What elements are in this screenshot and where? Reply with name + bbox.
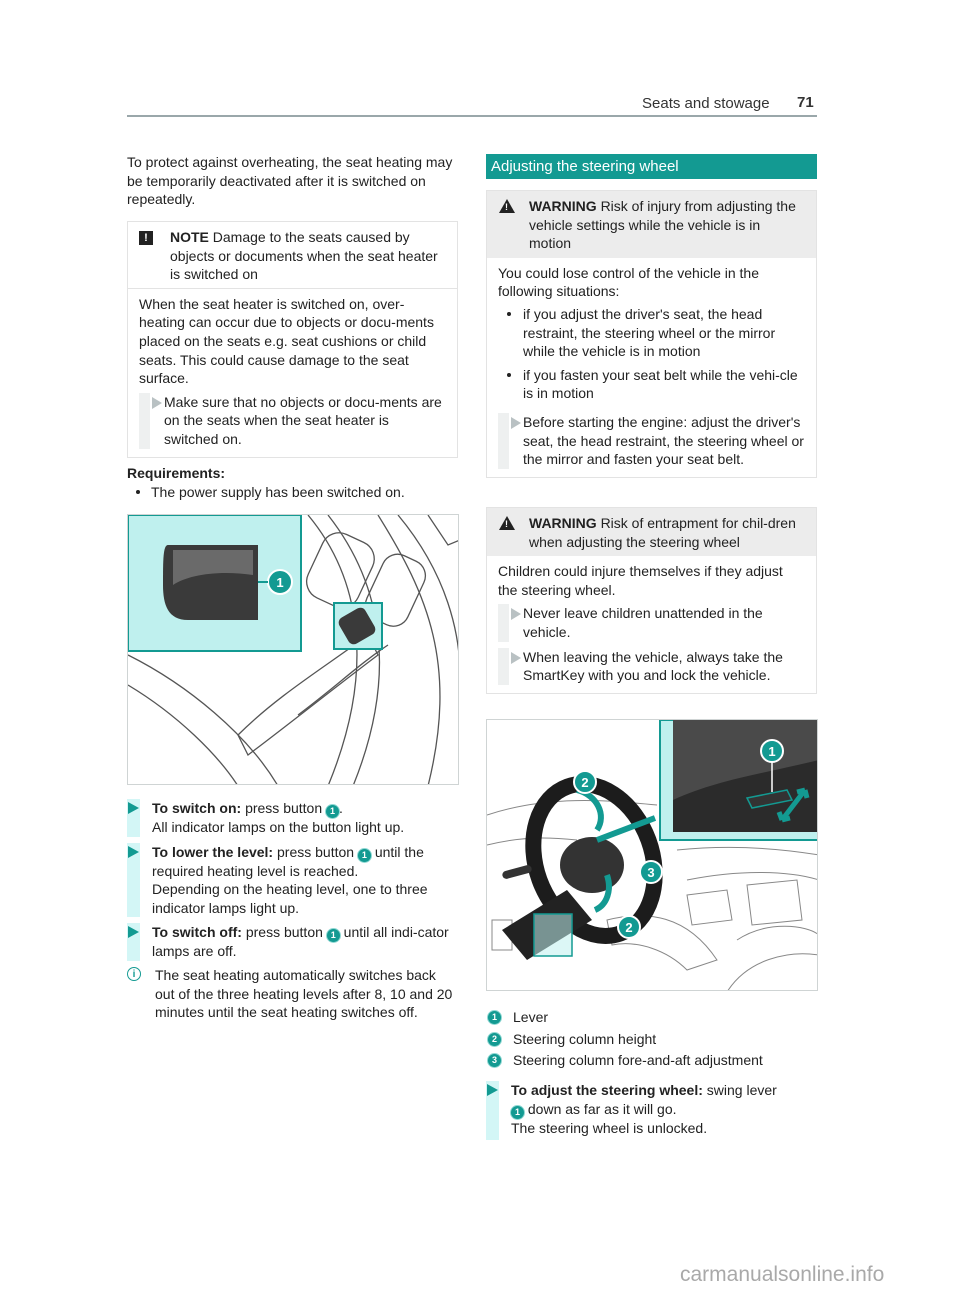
callouts: 1 2 3 2 (573, 739, 784, 939)
steering-step: To adjust the steering wheel: swing leve… (486, 1081, 817, 1141)
header-divider (127, 115, 817, 117)
note-title: Damage to the seats caused by objects or… (170, 229, 438, 283)
section-heading: Adjusting the steering wheel (486, 154, 817, 179)
callout-ref: 1 (511, 1105, 524, 1119)
action-arrow-icon (511, 608, 521, 621)
warning-box-injury: WARNING Risk of injury from adjusting th… (486, 190, 817, 478)
note-label: NOTE (170, 229, 209, 245)
action-arrow-icon (511, 416, 521, 429)
info-icon: i (127, 966, 141, 981)
intro-paragraph: To protect against overheating, the seat… (127, 154, 453, 208)
callout-ref: 1 (357, 848, 371, 862)
note-action: Make sure that no objects or docu-ments … (164, 393, 442, 447)
step-arrow-icon (487, 1084, 498, 1096)
action-arrow-icon (152, 396, 162, 409)
callout-1: 1 (276, 575, 283, 590)
seat-heating-illustration: 1 (128, 515, 458, 784)
steering-wheel-figure: 1 2 3 2 (486, 719, 818, 991)
exclamation-icon: ! (139, 231, 153, 245)
callout-2: 2 (581, 775, 588, 790)
page-number: 71 (797, 94, 814, 111)
step-switch-on: To switch on: press button 1.All indicat… (127, 799, 459, 837)
section-title: Seats and stowage (642, 95, 770, 112)
callout-ref: 1 (326, 929, 340, 943)
action-arrow-icon (511, 651, 521, 664)
watermark: carmanualsonline.info (680, 1263, 885, 1286)
step-arrow-icon (128, 802, 139, 814)
callout-2b: 2 (625, 920, 632, 935)
warning-triangle-icon (499, 199, 515, 213)
warning-triangle-icon (499, 516, 515, 530)
callout-3: 3 (647, 865, 654, 880)
callout-1: 1 (768, 744, 775, 759)
info-note: i The seat heating automatically switche… (127, 966, 459, 1022)
warning-box-entrapment: WARNING Risk of entrapment for chil-dren… (486, 507, 817, 694)
callout-ref: 1 (326, 805, 340, 818)
steering-wheel-illustration: 1 2 3 2 (487, 720, 817, 990)
bullet-item: if you fasten your seat belt while the v… (498, 366, 806, 403)
step-arrow-icon (128, 926, 139, 939)
step-lower-level: To lower the level: press button 1 until… (127, 842, 459, 918)
bullet-item: if you adjust the driver's seat, the hea… (498, 305, 806, 361)
note-box: ! NOTE Damage to the seats caused by obj… (127, 221, 458, 458)
step-switch-off: To switch off: press button 1 until all … (127, 923, 459, 961)
note-body: When the seat heater is switched on, ove… (139, 295, 434, 387)
seat-heating-figure: 1 (127, 514, 459, 785)
requirement-item: The power supply has been switched on. (127, 483, 458, 502)
requirements-title: Requirements: (127, 465, 226, 481)
step-arrow-icon (128, 845, 139, 858)
seat-heating-steps: To switch on: press button 1.All indicat… (127, 799, 459, 1022)
requirements: Requirements: The power supply has been … (127, 464, 458, 501)
